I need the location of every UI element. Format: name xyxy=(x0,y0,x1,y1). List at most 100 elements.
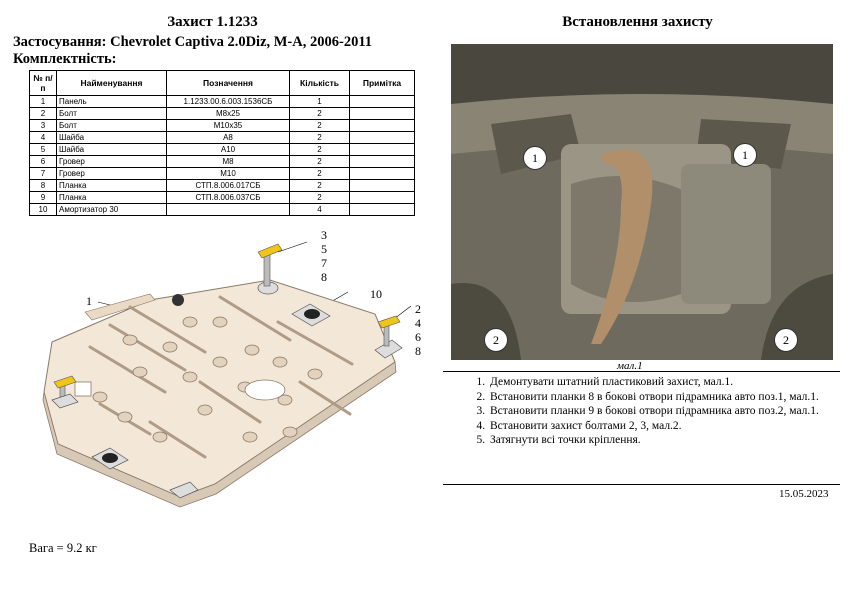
protection-plate-drawing xyxy=(42,241,412,508)
stiffening-ribs xyxy=(88,295,354,459)
vent-holes xyxy=(92,316,323,443)
document-date: 15.05.2023 xyxy=(779,488,829,500)
callout-right-stack: 2 4 6 8 xyxy=(415,302,421,358)
divider xyxy=(443,484,840,485)
cell-number: 9 xyxy=(29,191,57,204)
cell-qty: 2 xyxy=(289,107,350,120)
cell-number: 3 xyxy=(29,119,57,132)
cell-code: A10 xyxy=(166,143,290,156)
application-line: Застосування: Chevrolet Captiva 2.0Diz, … xyxy=(13,34,372,51)
photo-marker-1-right: 1 xyxy=(733,143,757,167)
cell-code: M10 xyxy=(166,167,290,180)
product-title: Захист 1.1233 xyxy=(167,14,258,30)
cell-name: Гровер xyxy=(56,167,167,180)
cell-note xyxy=(349,191,415,204)
callout-item: 3 xyxy=(321,228,327,242)
right-bolt-bracket xyxy=(374,315,403,359)
plate-edge xyxy=(42,361,397,508)
inspection-window xyxy=(74,381,92,397)
engine-bay-illustration xyxy=(451,44,833,360)
callout-panel: 1 xyxy=(86,294,92,308)
parts-table: № п/п Найменування Позначення Кількість … xyxy=(29,70,415,216)
cell-number: 6 xyxy=(29,155,57,168)
callout-damper: 10 xyxy=(370,287,382,301)
leader-line xyxy=(277,241,308,253)
cell-name: Гровер xyxy=(56,155,167,168)
cell-code: СТП.8.006.037СБ xyxy=(166,191,290,204)
install-step: Встановити планки 9 в бокові отвори підр… xyxy=(488,404,848,419)
rear-bolt-bracket xyxy=(257,243,283,295)
divider xyxy=(443,371,840,372)
kit-label: Комплектність: xyxy=(13,51,117,67)
cell-qty: 2 xyxy=(289,155,350,168)
cell-qty: 2 xyxy=(289,179,350,192)
application-label: Застосування: xyxy=(13,34,107,50)
cell-note xyxy=(349,95,415,108)
install-title: Встановлення захисту xyxy=(562,14,713,30)
cell-qty: 4 xyxy=(289,203,350,216)
install-step: Встановити планки 8 в бокові отвори підр… xyxy=(488,390,848,405)
front-bracket xyxy=(169,481,199,499)
cell-number: 1 xyxy=(29,95,57,108)
cell-code: 1.1233.00.6.003.1536СБ xyxy=(166,95,290,108)
damper-10 xyxy=(291,303,331,327)
cell-name: Панель xyxy=(56,95,167,108)
cell-note xyxy=(349,155,415,168)
col-number-header: № п/п xyxy=(29,70,57,96)
install-step: Демонтувати штатний пластиковий захист, … xyxy=(488,375,848,390)
callout-item: 8 xyxy=(321,270,327,284)
cell-qty: 2 xyxy=(289,143,350,156)
cell-name: Болт xyxy=(56,119,167,132)
cell-code: M10x35 xyxy=(166,119,290,132)
cell-name: Шайба xyxy=(56,131,167,144)
cell-note xyxy=(349,119,415,132)
cell-qty: 2 xyxy=(289,119,350,132)
cell-note xyxy=(349,131,415,144)
cell-number: 4 xyxy=(29,131,57,144)
install-step: Встановити захист болтами 2, 3, мал.2. xyxy=(488,419,848,434)
cell-code: M8x25 xyxy=(166,107,290,120)
cell-number: 10 xyxy=(29,203,57,216)
cell-code: M8 xyxy=(166,155,290,168)
photo-marker-2-left: 2 xyxy=(484,328,508,352)
photo-marker-2-right: 2 xyxy=(774,328,798,352)
callout-item: 5 xyxy=(321,242,327,256)
col-code-header: Позначення xyxy=(166,70,290,96)
cell-name: Амортизатор 30 xyxy=(56,203,167,216)
service-opening xyxy=(244,379,286,401)
plate-rear-flange xyxy=(84,293,156,321)
cell-name: Планка xyxy=(56,179,167,192)
cell-code: СТП.8.006.017СБ xyxy=(166,179,290,192)
damper-pad xyxy=(172,294,184,306)
callout-item: 6 xyxy=(415,330,421,344)
callout-item: 8 xyxy=(415,344,421,358)
photo-caption: мал.1 xyxy=(617,360,643,372)
front-left-damper xyxy=(91,447,129,470)
callout-item: 4 xyxy=(415,316,421,330)
cell-name: Планка xyxy=(56,191,167,204)
table-header-row: № п/п Найменування Позначення Кількість … xyxy=(29,70,415,96)
install-steps: Демонтувати штатний пластиковий захист, … xyxy=(466,375,848,448)
cell-code xyxy=(166,203,290,216)
callout-rear-stack: 3 5 7 8 xyxy=(321,228,327,284)
cell-name: Болт xyxy=(56,107,167,120)
cell-qty: 2 xyxy=(289,191,350,204)
cell-qty: 1 xyxy=(289,95,350,108)
col-note-header: Примітка xyxy=(349,70,415,96)
callout-item: 7 xyxy=(321,256,327,270)
photo-marker-1-left: 1 xyxy=(523,146,547,170)
cell-note xyxy=(349,107,415,120)
cell-number: 7 xyxy=(29,167,57,180)
cell-note xyxy=(349,167,415,180)
cell-code: A8 xyxy=(166,131,290,144)
cell-number: 5 xyxy=(29,143,57,156)
cell-qty: 2 xyxy=(289,167,350,180)
cell-note xyxy=(349,179,415,192)
